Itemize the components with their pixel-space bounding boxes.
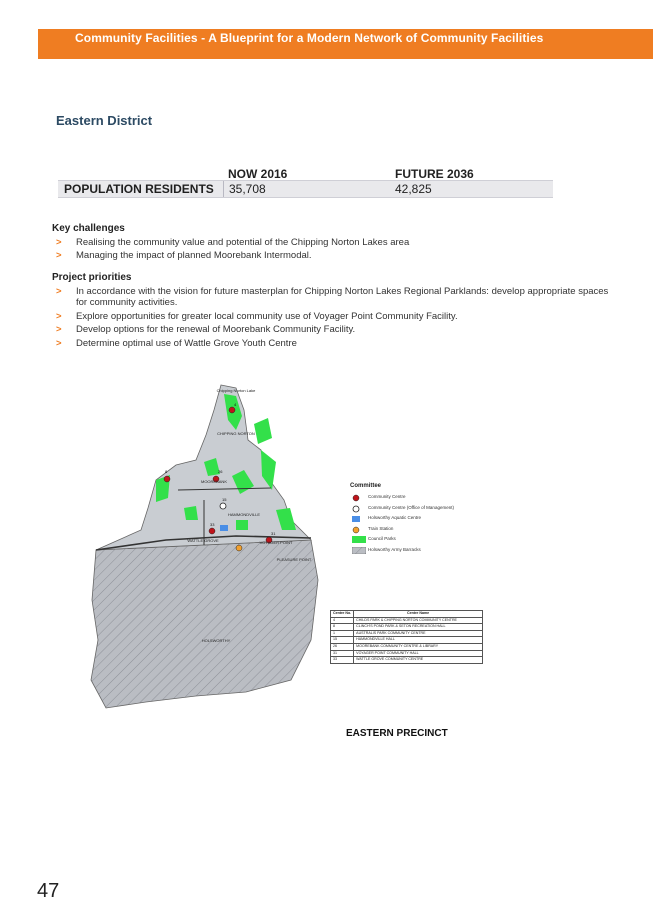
- header-title: Community Facilities - A Blueprint for a…: [75, 31, 544, 45]
- community-centre-dot-icon: [352, 494, 360, 502]
- map-label-hammondville: HAMMONDVILLE: [228, 512, 260, 517]
- council-parks-swatch: [352, 536, 366, 543]
- arrow-icon: >: [56, 310, 62, 322]
- marker-label: 15: [222, 497, 227, 502]
- population-row-label: POPULATION RESIDENTS: [64, 182, 214, 196]
- population-divider: [223, 181, 224, 197]
- marker-label: 4: [234, 402, 237, 407]
- arrow-icon: >: [56, 237, 62, 248]
- train-station-icon: [235, 544, 243, 552]
- barracks-hatch-swatch: [352, 546, 366, 554]
- railway-line: [95, 535, 312, 551]
- challenges-heading: Key challenges: [52, 223, 125, 234]
- legend-item: Community Centre: [350, 493, 500, 504]
- col-now-heading: NOW 2016: [228, 167, 288, 181]
- challenges-list: >Realising the community value and poten…: [56, 237, 616, 262]
- map-label-chipping-norton: CHIPPING NORTON: [217, 431, 255, 436]
- marker-label: 33: [210, 522, 215, 527]
- map-label-holsworthy: HOLSWORTHY: [202, 638, 231, 643]
- map-legend: Committee Community Centre Community Cen…: [350, 483, 500, 556]
- community-centre-dot-icon: [212, 475, 220, 483]
- map-label-pleasure-point: PLEASURE POINT: [277, 557, 312, 562]
- population-row: POPULATION RESIDENTS 35,708 42,825: [58, 180, 553, 198]
- priorities-heading: Project priorities: [52, 272, 132, 283]
- arrow-icon: >: [56, 286, 62, 297]
- community-centre-dot-icon: [265, 536, 273, 544]
- map-label-voyager-point: VOYAGER POINT: [260, 540, 293, 545]
- page-number: 47: [37, 880, 60, 902]
- table-header-row: Centre No. Centre Name: [329, 610, 483, 618]
- district-title: Eastern District: [56, 113, 153, 128]
- aquatic-centre-icon: [352, 516, 360, 522]
- holsworthy-barracks-area: [90, 539, 319, 709]
- list-item: >Develop options for the renewal of Moor…: [56, 324, 356, 336]
- list-item: >In accordance with the vision for futur…: [56, 286, 609, 309]
- marker-label: 31: [271, 531, 276, 536]
- arrow-icon: >: [56, 324, 62, 336]
- suburb-area: [95, 384, 312, 551]
- list-item: >Determine optimal use of Wattle Grove Y…: [56, 337, 297, 349]
- population-future-value: 42,825: [395, 182, 432, 196]
- map-label-moorebank: MOOREBANK: [201, 479, 227, 484]
- population-now-value: 35,708: [229, 182, 266, 196]
- aquatic-centre-icon: [220, 525, 228, 531]
- arrow-icon: >: [56, 250, 62, 262]
- legend-item: Holsworthy Aquatic Centre: [350, 514, 500, 525]
- eastern-precinct-map: 4 26 8 15 33 31 Chipping Norton Lake CHI…: [86, 380, 326, 710]
- legend-item: Train Station: [350, 525, 500, 536]
- map-label-lake: Chipping Norton Lake: [217, 388, 256, 393]
- legend-item: Council Parks: [350, 535, 500, 546]
- map-label-wattle-grove: WATTLE GROVE: [187, 538, 219, 543]
- legend-item: Community Centre (Office of Management): [350, 504, 500, 515]
- list-item: >Realising the community value and poten…: [56, 237, 410, 248]
- community-centre-dot-icon: [163, 475, 171, 483]
- table-header: Centre Name: [353, 610, 483, 618]
- header-bar: Community Facilities - A Blueprint for a…: [38, 29, 653, 59]
- list-item: >Managing the impact of planned Mooreban…: [56, 250, 312, 262]
- col-future-heading: FUTURE 2036: [395, 167, 474, 181]
- table-header: Centre No.: [329, 610, 355, 618]
- community-centre-ring-icon: [352, 505, 360, 512]
- community-centre-ring-icon: [219, 502, 227, 510]
- precinct-label: EASTERN PRECINCT: [346, 728, 448, 739]
- list-item: >Explore opportunities for greater local…: [56, 310, 458, 322]
- legend-title: Committee: [350, 483, 382, 489]
- legend-item: Holsworthy Army Barracks: [350, 546, 500, 557]
- arrow-icon: >: [56, 337, 62, 349]
- marker-label: 8: [165, 469, 168, 474]
- community-centre-dot-icon: [228, 406, 236, 414]
- community-centre-dot-icon: [208, 527, 216, 535]
- marker-label: 26: [218, 469, 223, 474]
- train-station-icon: [352, 526, 360, 533]
- map-markers: [163, 406, 273, 552]
- road-line: [177, 487, 272, 491]
- map-svg: 4 26 8 15 33 31 Chipping Norton Lake CHI…: [90, 384, 319, 709]
- priorities-list: >In accordance with the vision for futur…: [56, 286, 616, 349]
